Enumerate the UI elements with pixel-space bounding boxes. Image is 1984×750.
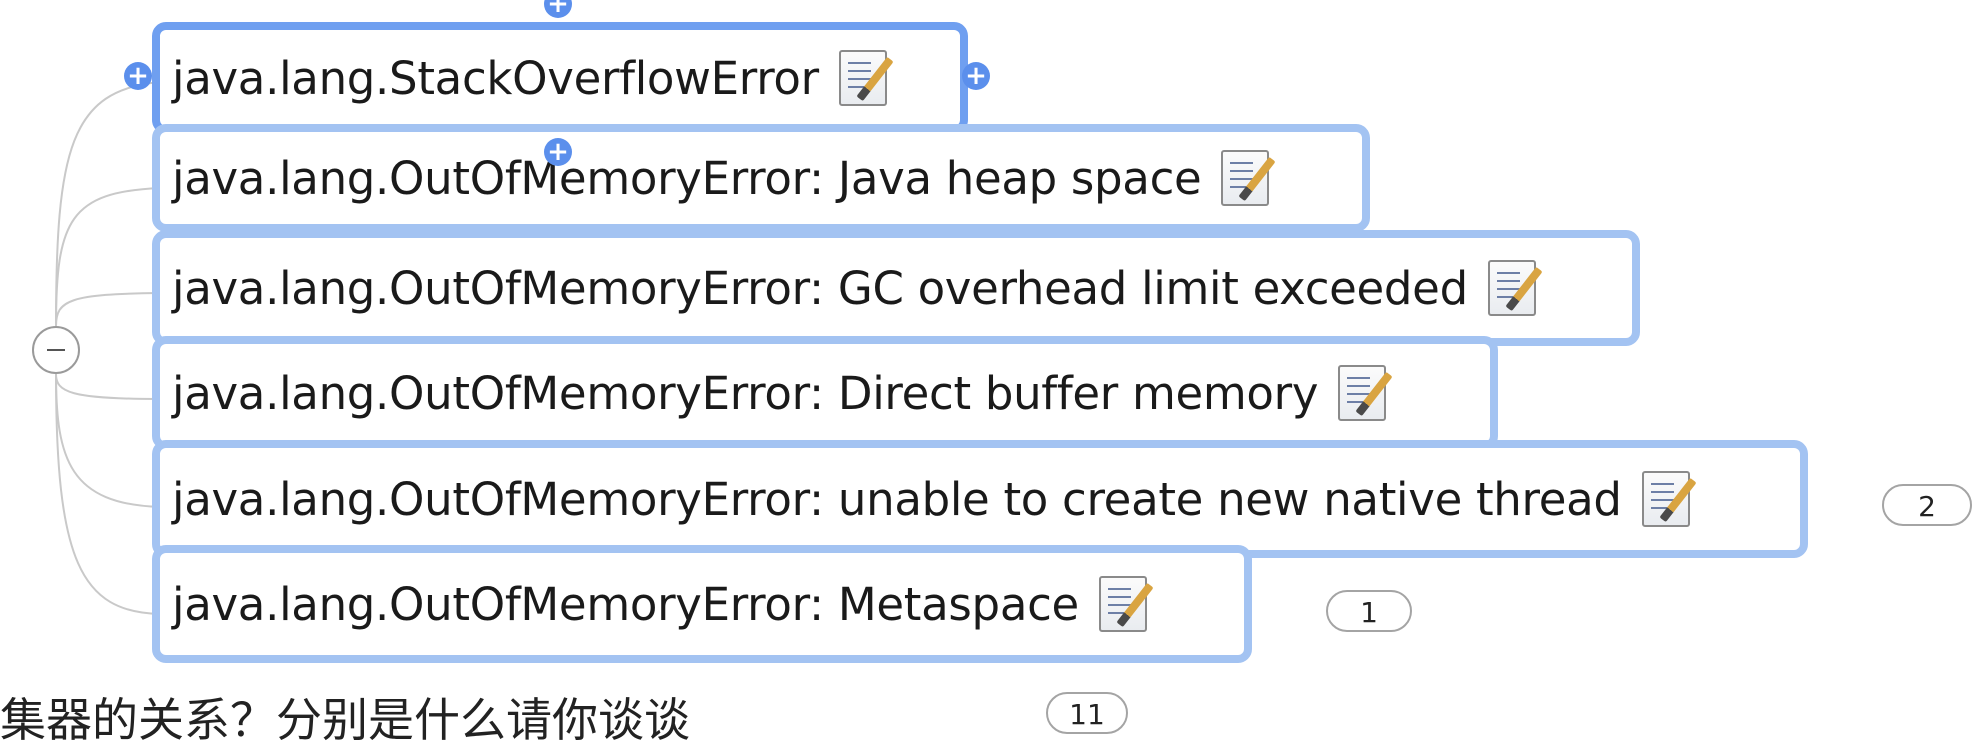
topic-stackoverflowerror[interactable]: java.lang.StackOverflowError [152,22,968,134]
topic-label: java.lang.OutOfMemoryError: Java heap sp… [172,151,1202,205]
topic-java-heap-space[interactable]: java.lang.OutOfMemoryError: Java heap sp… [152,124,1370,232]
note-pencil-icon[interactable] [1487,260,1536,316]
topic-direct-buffer-memory[interactable]: java.lang.OutOfMemoryError: Direct buffe… [152,336,1498,450]
note-pencil-icon[interactable] [1338,365,1387,421]
topic-label: java.lang.OutOfMemoryError: Metaspace [172,577,1079,631]
note-pencil-icon[interactable] [838,50,887,106]
note-pencil-icon[interactable] [1641,471,1690,527]
plus-icon[interactable]: + [544,138,572,166]
topic-native-thread[interactable]: java.lang.OutOfMemoryError: unable to cr… [152,440,1808,558]
topic-label: java.lang.StackOverflowError [172,51,819,105]
count-badge-bottom[interactable]: 11 [1046,692,1128,734]
count-badge[interactable]: 1 [1326,590,1412,632]
topic-metaspace[interactable]: java.lang.OutOfMemoryError: Metaspace [152,545,1252,663]
note-pencil-icon[interactable] [1221,150,1270,206]
plus-icon[interactable]: + [962,62,990,90]
note-pencil-icon[interactable] [1098,576,1147,632]
topic-label: java.lang.OutOfMemoryError: GC overhead … [172,261,1468,315]
minus-icon[interactable] [32,326,80,374]
topic-label: java.lang.OutOfMemoryError: unable to cr… [172,472,1622,526]
topic-gc-overhead-limit[interactable]: java.lang.OutOfMemoryError: GC overhead … [152,230,1640,346]
count-badge[interactable]: 2 [1882,484,1972,526]
plus-icon[interactable]: + [124,62,152,90]
bottom-partial-text: 集器的关系？分别是什么请你谈谈 [0,693,690,747]
topic-label: java.lang.OutOfMemoryError: Direct buffe… [172,366,1319,420]
top-partial-plus[interactable]: + [544,0,572,18]
